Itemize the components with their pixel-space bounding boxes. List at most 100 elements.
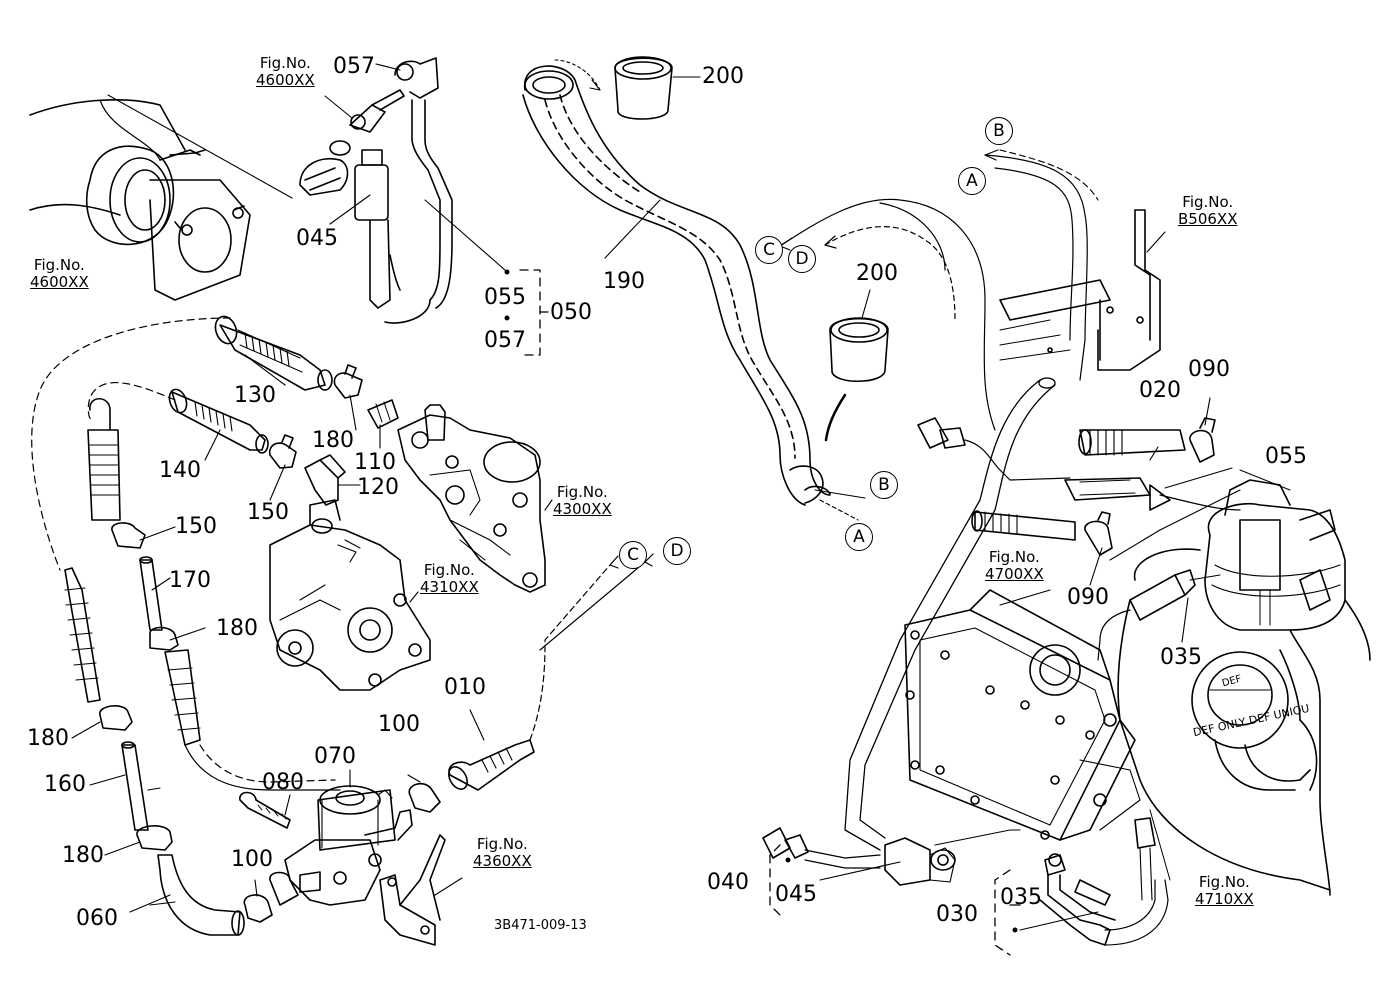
- hose-c-d-middle: [779, 198, 996, 431]
- water-pump-4310: [269, 499, 431, 691]
- connector-090-lower: [971, 489, 1241, 561]
- clamp-150-upper: [268, 434, 297, 469]
- connection-marker: B: [870, 471, 898, 499]
- part-label-110: 110: [354, 450, 396, 475]
- part-label-150: 150: [175, 514, 217, 539]
- part-label-180: 180: [216, 616, 258, 641]
- connection-marker: A: [845, 523, 873, 551]
- figure-ref-number: 4360XX: [473, 852, 532, 870]
- part-label-055: 055: [484, 285, 526, 310]
- part-label-170: 170: [169, 568, 211, 593]
- figure-ref-prefix: Fig.No.: [556, 483, 608, 501]
- drawing-code: 3B471-009-13: [494, 918, 587, 933]
- part-label-060: 060: [76, 906, 118, 931]
- clamp-100-lower: [243, 879, 273, 923]
- def-tank: [1117, 548, 1371, 896]
- hose-010: [448, 709, 535, 791]
- part-label-010: 010: [444, 675, 486, 700]
- part-label-055: 055: [1265, 444, 1307, 469]
- connection-marker: D: [788, 245, 816, 273]
- part-label-120: 120: [357, 475, 399, 500]
- part-label-100: 100: [231, 847, 273, 872]
- connector-035-lower: [1019, 809, 1171, 946]
- connector-020-assembly: [917, 397, 1241, 511]
- sleeve-200-top: [614, 56, 701, 120]
- part-label-070: 070: [314, 744, 356, 769]
- hose-040: [844, 377, 1056, 851]
- figure-ref-prefix: Fig.No.: [476, 835, 528, 853]
- figure-ref: Fig.No.4310XX: [420, 562, 479, 596]
- figure-ref-number: 4600XX: [30, 273, 89, 291]
- part-label-090: 090: [1188, 357, 1230, 382]
- part-label-035: 035: [1160, 645, 1202, 670]
- hose-c-d-left: [529, 553, 654, 741]
- hose-190: [522, 59, 866, 521]
- figure-ref: Fig.No.4360XX: [473, 836, 532, 870]
- part-label-150: 150: [247, 500, 289, 525]
- part-label-080: 080: [262, 770, 304, 795]
- part-label-190: 190: [603, 269, 645, 294]
- bracket-4360: [379, 834, 463, 946]
- sensor-035-upper: [1097, 569, 1221, 661]
- part-label-045: 045: [775, 882, 817, 907]
- part-label-057: 057: [484, 328, 526, 353]
- leader-lines: [71, 354, 1159, 913]
- bracket-b506: [999, 209, 1166, 371]
- figure-ref-prefix: Fig.No.: [1182, 193, 1234, 211]
- part-label-030: 030: [936, 902, 978, 927]
- connection-marker: A: [958, 167, 986, 195]
- figure-ref-number: 4700XX: [985, 565, 1044, 583]
- hose-130: [214, 315, 333, 391]
- connector-045-lower: [762, 827, 1021, 886]
- exhaust-flange-assembly: [29, 94, 293, 301]
- elbow-120: [304, 454, 361, 506]
- figure-ref-prefix: Fig.No.: [259, 54, 311, 72]
- connection-marker: B: [985, 117, 1013, 145]
- figure-ref-prefix: Fig.No.: [988, 548, 1040, 566]
- housing-4300: [397, 404, 553, 593]
- group-bracket-lines: [539, 311, 1021, 906]
- figure-ref-number: 4300XX: [553, 500, 612, 518]
- sleeve-200-middle: [824, 289, 889, 442]
- hose-a-b-right: [984, 149, 1099, 381]
- clamp-100-upper: [407, 774, 441, 813]
- figure-ref: Fig.No.4600XX: [256, 55, 315, 89]
- figure-ref-prefix: Fig.No.: [33, 256, 85, 274]
- part-label-020: 020: [1139, 378, 1181, 403]
- connection-marker: C: [619, 541, 647, 569]
- figure-ref-number: 4710XX: [1195, 890, 1254, 908]
- figure-ref: Fig.No.4700XX: [985, 549, 1044, 583]
- part-label-045: 045: [296, 226, 338, 251]
- clamp-180-upper: [333, 364, 363, 399]
- leader-lines-top-left: [324, 63, 506, 271]
- part-label-040: 040: [707, 870, 749, 895]
- figure-ref-prefix: Fig.No.: [1198, 873, 1250, 891]
- def-pump-assembly: [1204, 469, 1346, 631]
- figure-ref: Fig.No.B506XX: [1178, 194, 1237, 228]
- temperature-sensor-assembly: [299, 57, 453, 324]
- part-label-180: 180: [27, 726, 69, 751]
- valve-070: [239, 785, 413, 906]
- hose-140: [168, 388, 269, 454]
- part-label-200: 200: [702, 64, 744, 89]
- fitting-110: [367, 399, 399, 429]
- part-label-140: 140: [159, 458, 201, 483]
- part-label-180: 180: [312, 428, 354, 453]
- hose-loop-left: [31, 317, 231, 571]
- part-label-180: 180: [62, 843, 104, 868]
- figure-ref-prefix: Fig.No.: [423, 561, 475, 579]
- part-label-090: 090: [1067, 585, 1109, 610]
- connection-marker: D: [663, 537, 691, 565]
- def-control-box: [904, 589, 1141, 841]
- connection-marker: C: [755, 236, 783, 264]
- part-label-050: 050: [550, 300, 592, 325]
- figure-ref-number: 4600XX: [256, 71, 315, 89]
- figure-ref-number: B506XX: [1178, 210, 1238, 228]
- part-label-130: 130: [234, 383, 276, 408]
- part-label-100: 100: [378, 712, 420, 737]
- group-dots: [504, 269, 1018, 933]
- figure-ref: Fig.No.4600XX: [30, 257, 89, 291]
- part-label-200: 200: [856, 261, 898, 286]
- figure-ref: Fig.No.4710XX: [1195, 874, 1254, 908]
